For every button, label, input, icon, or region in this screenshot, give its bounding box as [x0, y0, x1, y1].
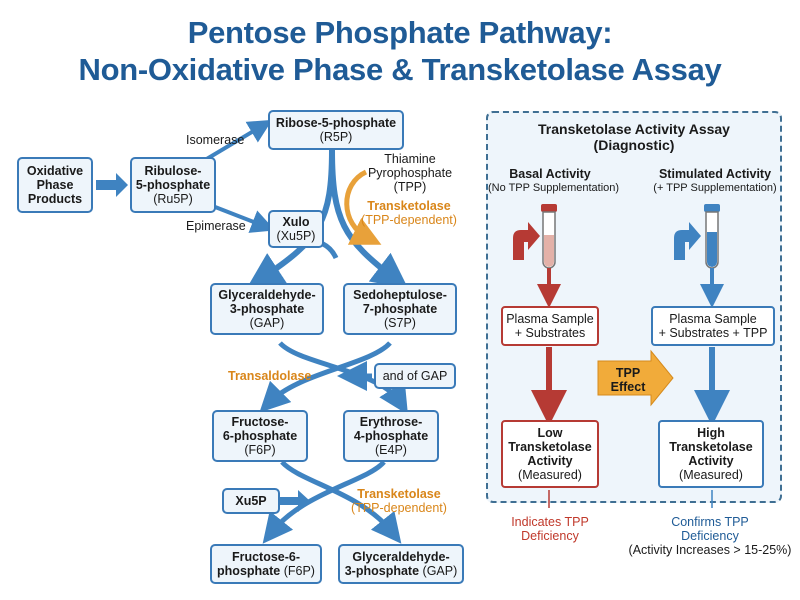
- node-gap-1: Glyceraldehyde- 3-phosphate (GAP): [210, 283, 324, 335]
- stimulated-activity-heading: Stimulated Activity (+ TPP Supplementati…: [653, 167, 777, 194]
- node-xu5p-top: Xulo (Xu5P): [268, 210, 324, 248]
- node-and-of-gap: and of GAP: [374, 363, 456, 389]
- arrow-xu5p-bottom: [280, 490, 310, 512]
- label-isomerase: Isomerase: [186, 133, 245, 147]
- tpp-effect-label: TPP Effect: [610, 366, 646, 394]
- label-transketolase-1: Transketolase (TPP-dependent): [361, 199, 457, 227]
- indicates-tpp-deficiency: Indicates TPP Deficiency: [511, 515, 589, 543]
- arrow-epimerase: [209, 203, 276, 233]
- arrow-isomerase: [203, 119, 273, 162]
- ta-curve-b: [259, 341, 392, 413]
- arrow-oxidative-to-ru5p: [96, 173, 128, 197]
- node-e4p: Erythrose- 4-phosphate (E4P): [343, 410, 439, 462]
- low-activity-box: Low Transketolase Activity (Measured): [501, 420, 599, 488]
- assay-title: Transketolase Activity Assay (Diagnostic…: [538, 121, 730, 153]
- node-oxidative-products: Oxidative Phase Products: [17, 157, 93, 213]
- label-tpp: Thiamine Pyrophosphate (TPP): [367, 152, 453, 194]
- tk2-curve-b: [262, 460, 386, 544]
- node-s7p: Sedoheptulose- 7-phosphate (S7P): [343, 283, 457, 335]
- tpp-effect-arrow: [597, 349, 674, 407]
- test-tube-basal-icon: [541, 204, 557, 269]
- label-transketolase-2: Transketolase (TPP-dependent): [351, 487, 447, 515]
- node-ru5p: Ribulose- 5-phosphate (Ru5P): [130, 157, 216, 213]
- node-f6p-1: Fructose- 6-phosphate (F6P): [212, 410, 308, 462]
- confirms-tpp-deficiency: Confirms TPP Deficiency (Activity Increa…: [628, 515, 792, 557]
- page-title: Pentose Phosphate Pathway: Non-Oxidative…: [0, 14, 800, 88]
- tpp-orange-arrow: [344, 169, 382, 245]
- tk1-curve-right: [329, 149, 409, 289]
- plasma-sample-stimulated: Plasma Sample + Substrates + TPP: [651, 306, 775, 346]
- high-activity-box: High Transketolase Activity (Measured): [658, 420, 764, 488]
- stimulated-curved-arrow-icon: [674, 222, 701, 260]
- title-line-1: Pentose Phosphate Pathway:: [187, 15, 613, 50]
- test-tube-stimulated-icon: [704, 204, 720, 269]
- label-transaldolase: Transaldolase: [228, 369, 312, 383]
- plasma-sample-basal: Plasma Sample + Substrates: [501, 306, 599, 346]
- node-r5p: Ribose-5-phosphate (R5P): [268, 110, 404, 150]
- title-line-2: Non-Oxidative Phase & Transketolase Assa…: [78, 52, 722, 87]
- node-f6p-2: Fructose-6- phosphate (F6P): [210, 544, 322, 584]
- node-xu5p-bottom: Xu5P: [222, 488, 280, 514]
- basal-curved-arrow-icon: [513, 222, 540, 260]
- node-gap-2: Glyceraldehyde- 3-phosphate (GAP): [338, 544, 464, 584]
- label-epimerase: Epimerase: [186, 219, 246, 233]
- basal-activity-heading: Basal Activity (No TPP Supplementation): [488, 167, 620, 194]
